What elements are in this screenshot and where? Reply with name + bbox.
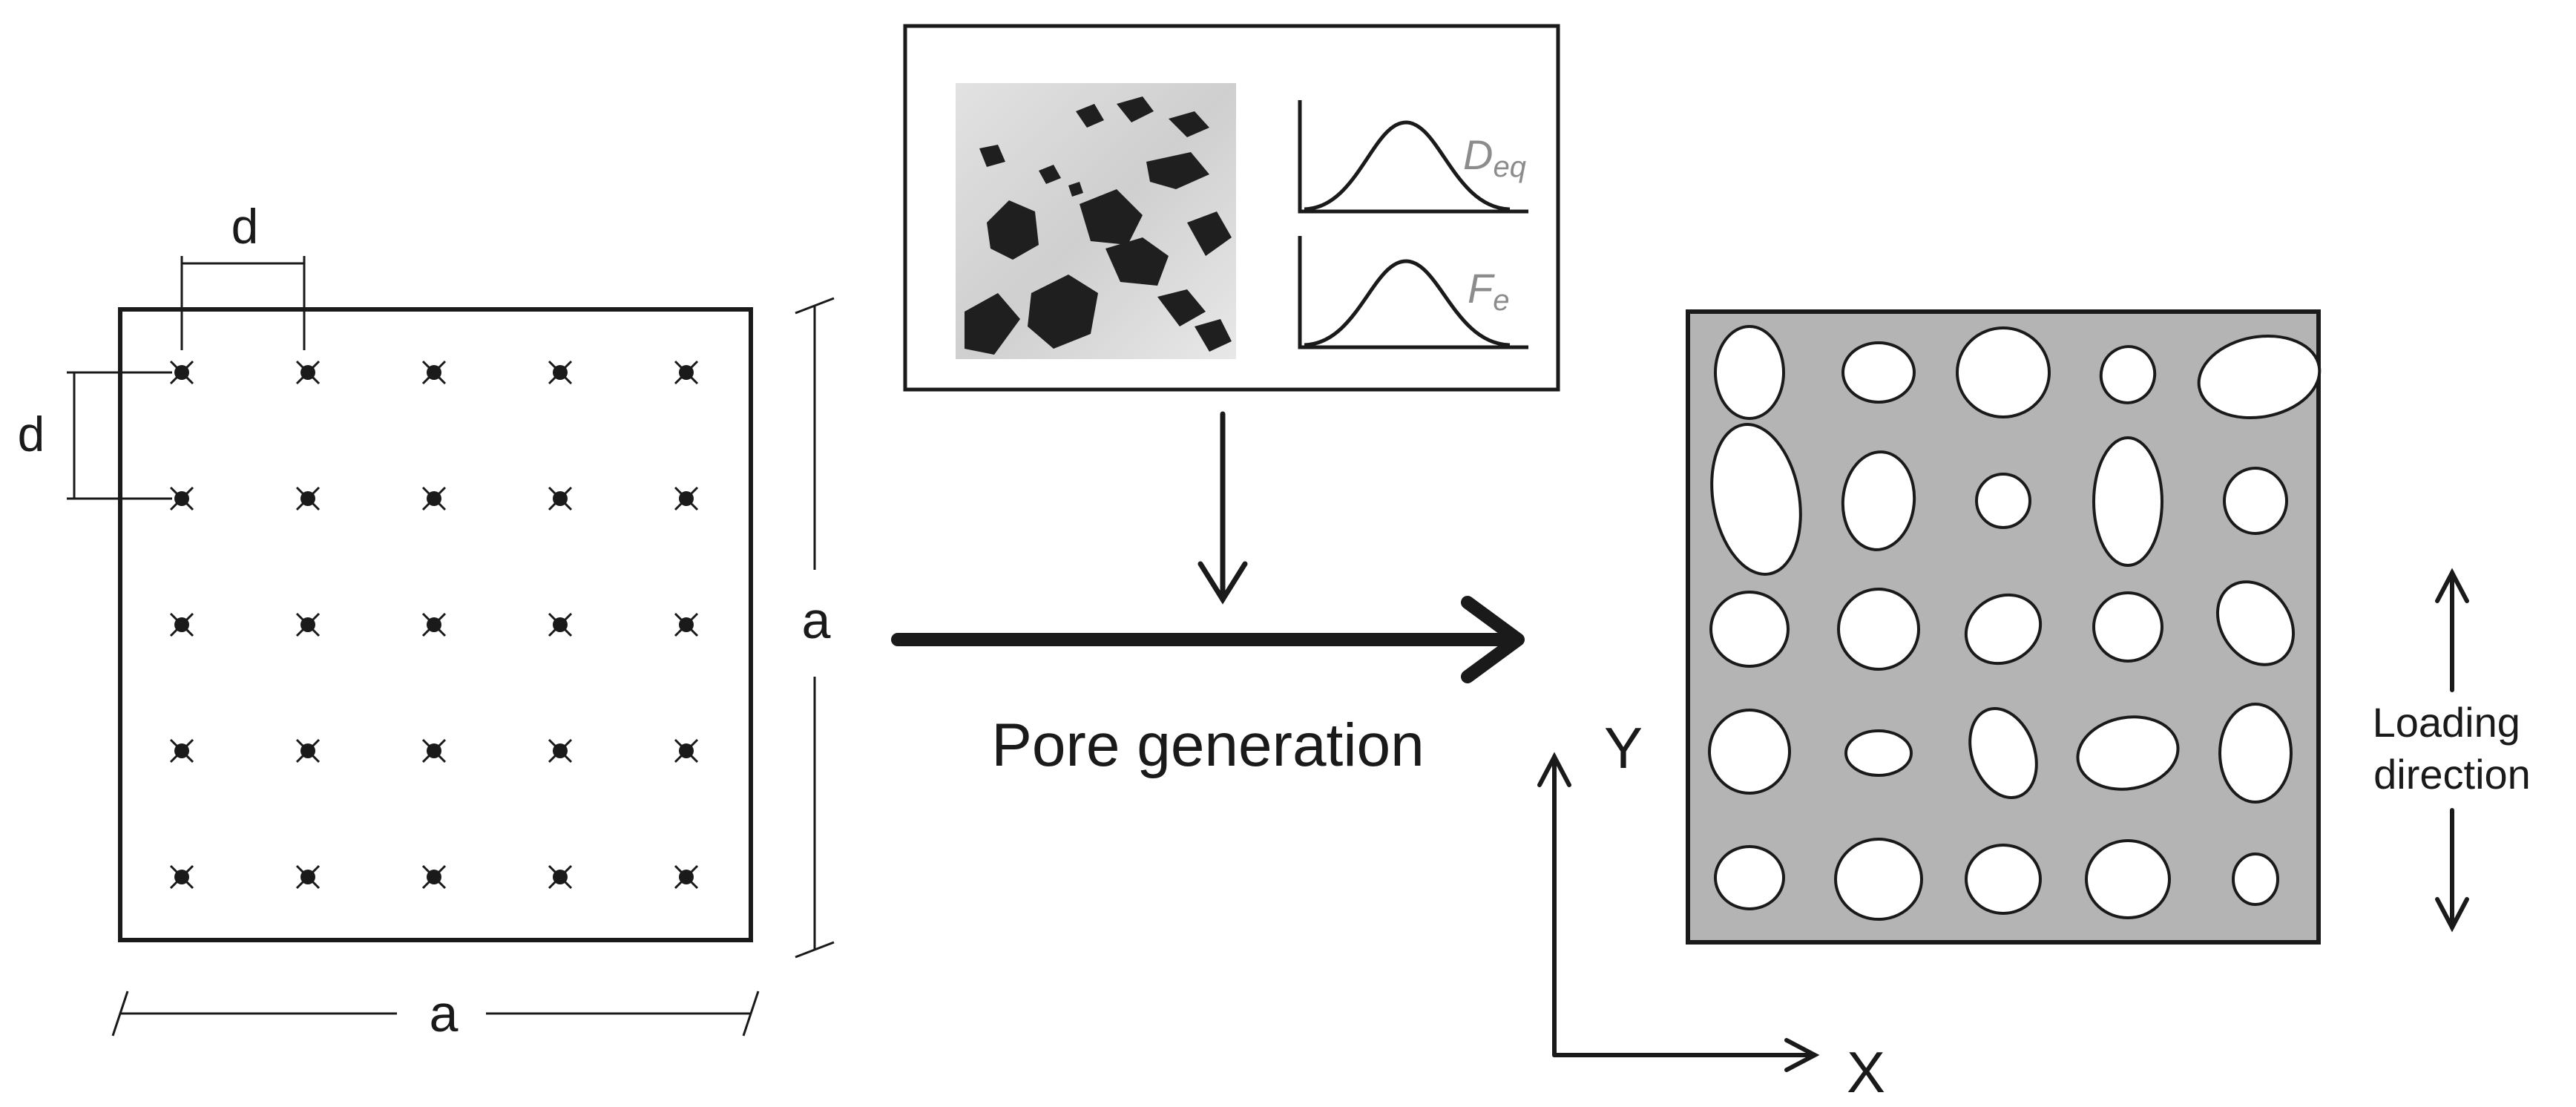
seed-point (548, 612, 573, 637)
pores (1708, 325, 2322, 921)
pore (2215, 580, 2296, 666)
input-statistics-panel: Deq Fe (903, 24, 1560, 392)
side-dimension-vertical (795, 297, 835, 959)
seed-point (421, 738, 447, 763)
seed-point (674, 738, 699, 763)
seed-point (674, 360, 699, 385)
pore (1710, 423, 1802, 576)
pore (2232, 853, 2279, 906)
pore-generation-label: Pore generation (991, 712, 1425, 779)
seed-point (674, 864, 699, 890)
pore (1956, 326, 2051, 418)
side-label-vertical: a (802, 591, 831, 649)
seed-point (295, 612, 321, 637)
distribution-plot-deq (1298, 100, 1528, 214)
pore (2092, 591, 2163, 663)
seed-point (421, 360, 447, 385)
micrograph-image (956, 83, 1236, 359)
pore (2085, 839, 2171, 919)
pore (2092, 436, 2163, 567)
seed-point (548, 738, 573, 763)
coordinate-axes (1537, 752, 1820, 1072)
pore (2197, 334, 2322, 420)
seed-point (548, 486, 573, 511)
domain-square (118, 307, 753, 942)
spacing-dimension-horizontal (180, 256, 306, 350)
loading-direction-label: Loading direction (2373, 699, 2532, 798)
pore (1709, 591, 1790, 668)
seed-point (421, 612, 447, 637)
seed-points (169, 360, 699, 890)
pore (1968, 706, 2038, 800)
spacing-label-horizontal: d (231, 199, 259, 254)
seed-point (295, 738, 321, 763)
pore (1841, 450, 1916, 551)
seed-point (421, 864, 447, 890)
distribution-label-deq: Deq (1463, 131, 1526, 183)
seed-point (548, 864, 573, 890)
seed-point (674, 486, 699, 511)
pore (2223, 467, 2288, 535)
pore (1834, 838, 1923, 921)
seed-point (295, 864, 321, 890)
pore (1964, 593, 2043, 666)
axis-x-label: X (1847, 1039, 1885, 1105)
pore (1975, 473, 2031, 529)
seed-point (169, 486, 194, 511)
seed-point (169, 360, 194, 385)
pore (1708, 709, 1791, 795)
spacing-dimension-vertical (67, 371, 172, 500)
porous-domain-panel (1686, 309, 2322, 945)
pore (2099, 345, 2157, 404)
seed-point (169, 738, 194, 763)
pore (1965, 844, 2042, 915)
pore (1714, 845, 1785, 910)
pore (1841, 341, 1916, 404)
distribution-plot-fe (1298, 236, 1528, 349)
pore-generation-arrow (891, 596, 1525, 683)
loading-direction-arrow (2435, 568, 2469, 933)
input-down-arrow (1197, 411, 1248, 605)
axis-y-label: Y (1604, 715, 1643, 781)
seed-point (421, 486, 447, 511)
pore (2076, 715, 2180, 791)
pore (1837, 588, 1920, 671)
pore (1844, 729, 1913, 777)
seed-grid-panel: d d a a (18, 199, 835, 1042)
spacing-label-vertical: d (18, 407, 45, 461)
distribution-label-fe: Fe (1468, 265, 1509, 317)
seed-point (548, 360, 573, 385)
seed-point (169, 864, 194, 890)
side-dimension-horizontal (111, 991, 760, 1037)
side-label-horizontal: a (430, 985, 459, 1042)
seed-point (674, 612, 699, 637)
seed-point (295, 360, 321, 385)
seed-point (295, 486, 321, 511)
pore (1714, 325, 1785, 420)
pore (2218, 703, 2293, 804)
seed-point (169, 612, 194, 637)
